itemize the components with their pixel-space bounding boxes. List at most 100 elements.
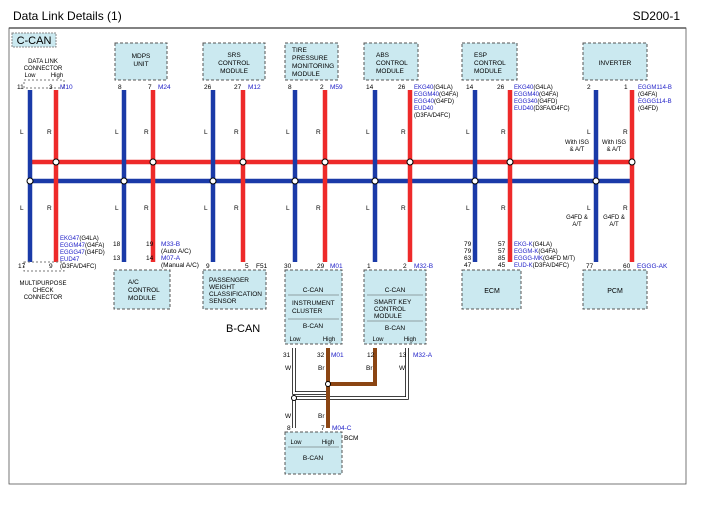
esp-line-1: ESP (474, 52, 487, 59)
esp-connector-list: EKG40(G4LA) EGGM40(G4FA) EGG340(G4FD) EU… (514, 85, 570, 112)
abs-line-2: CONTROL (376, 60, 408, 67)
svg-text:L: L (204, 129, 208, 136)
bcan-label: B-CAN (226, 323, 260, 335)
diagram-code: SD200-1 (633, 9, 681, 23)
svg-text:L: L (587, 205, 591, 212)
dlc-title-2: CONNECTOR (24, 66, 63, 72)
svg-text:30: 30 (284, 263, 292, 270)
svg-text:32: 32 (317, 352, 325, 359)
instrument-cluster: C-CAN INSTRUMENT CLUSTER B-CAN Low High (284, 269, 343, 345)
svg-text:EKG40(G4LA): EKG40(G4LA) (514, 85, 553, 91)
cluster-pins: 30 29 M01 (284, 263, 343, 270)
svg-text:EGGG47(G4FD): EGGG47(G4FD) (60, 250, 105, 256)
svg-text:EGG40(G4FD): EGG40(G4FD) (414, 99, 454, 105)
svg-text:R: R (144, 205, 149, 212)
svg-text:R: R (401, 129, 406, 136)
smartkey-bcan: B-CAN (385, 325, 406, 332)
svg-text:EGGG-MK(G4FD M/T): EGGG-MK(G4FD M/T) (514, 256, 575, 262)
svg-text:L: L (466, 129, 470, 136)
mcc-pin-high: 9 (49, 263, 53, 270)
pin-tpms-r: 2 (320, 84, 324, 91)
ecm-label: ECM (484, 288, 500, 295)
svg-text:60: 60 (623, 263, 631, 270)
svg-text:(G4FD): (G4FD) (638, 106, 658, 112)
isg-note-right-2: & A/T (607, 147, 622, 153)
svg-text:(D3FA/D4FC): (D3FA/D4FC) (414, 113, 450, 119)
svg-text:EGGM40(G4FA): EGGM40(G4FA) (414, 92, 458, 98)
pin-dlc-low: 11 (17, 84, 24, 91)
inverter-line-1: INVERTER (599, 60, 632, 67)
svg-text:EGGM114-B: EGGM114-B (638, 85, 672, 91)
diagram-frame (8, 27, 687, 485)
srs-line-1: SRS (227, 52, 241, 59)
abs-control-module: ABS CONTROL MODULE (363, 42, 419, 81)
svg-text:R: R (316, 129, 321, 136)
pin-srs-l: 26 (204, 84, 212, 91)
svg-text:12: 12 (367, 352, 375, 359)
svg-text:R: R (623, 129, 628, 136)
passenger-weight-sensor: PASSENGER WEIGHT CLASSIFICATION SENSOR (202, 269, 267, 310)
svg-text:R: R (47, 129, 52, 136)
smartkey-low: Low (372, 337, 384, 343)
srs-line-3: MODULE (220, 68, 248, 75)
conn-mdps: M24 (158, 84, 171, 91)
can-low-drops (27, 90, 599, 262)
svg-text:R: R (144, 129, 149, 136)
svg-text:W: W (285, 365, 292, 372)
svg-text:EUD47: EUD47 (60, 257, 80, 263)
abs-connector-list: EKG40(G4LA) EGGM40(G4FA) EGG40(G4FD) EUD… (414, 85, 458, 119)
junction-dots (26, 158, 636, 185)
smartkey-ccan: C-CAN (385, 287, 406, 294)
conn-tpms: M59 (330, 84, 343, 91)
esp-line-2: CONTROL (474, 60, 506, 67)
svg-text:EUD40(D3FA/D4FC): EUD40(D3FA/D4FC) (514, 106, 570, 112)
pwcs-line-3: CLASSIFICATION (209, 291, 262, 298)
svg-text:Br: Br (318, 413, 325, 420)
ac-line-3: MODULE (128, 295, 156, 302)
svg-text:77: 77 (586, 263, 594, 270)
pwcs-line-2: WEIGHT (209, 284, 235, 291)
svg-text:M32-B: M32-B (414, 263, 433, 270)
pin-dlc-high: 3 (49, 84, 53, 91)
ac-pins: 18 13 19 14 M33-B (Auto A/C) M07-A (Manu… (113, 241, 199, 269)
g4fd-note-left-2: A/T (572, 222, 582, 228)
pwcs-pins: 9 5 F51 (206, 263, 268, 270)
svg-text:63: 63 (464, 255, 472, 262)
svg-text:R: R (234, 205, 239, 212)
pin-mdps-l: 8 (118, 84, 122, 91)
conn-srs: M12 (248, 84, 261, 91)
inverter-module: INVERTER (582, 42, 648, 81)
svg-text:L: L (587, 129, 591, 136)
mdps-unit: MDPS UNIT (114, 42, 168, 81)
tpms-line-2: PRESSURE (292, 55, 328, 62)
ac-control-module: A/C CONTROL MODULE (113, 269, 171, 310)
svg-text:EKG-K(G4LA): EKG-K(G4LA) (514, 242, 552, 248)
g4fd-note-right-1: G4FD & (603, 215, 625, 221)
pin-mdps-r: 7 (148, 84, 152, 91)
svg-text:L: L (115, 129, 119, 136)
bcan-wiring (291, 348, 409, 428)
svg-text:31: 31 (283, 352, 291, 359)
bcm-low: Low (290, 440, 302, 446)
svg-text:13: 13 (113, 255, 121, 262)
variant-notes: With ISG & A/T With ISG & A/T G4FD & A/T… (565, 140, 626, 228)
ac-line-1: A/C (128, 279, 139, 286)
cluster-low: Low (289, 337, 301, 343)
svg-text:(D3FA/D4FC): (D3FA/D4FC) (60, 264, 96, 270)
multipurpose-check-connector: 17 9 MULTIPURPOSE CHECK CONNECTOR (18, 261, 66, 301)
svg-text:19: 19 (146, 241, 154, 248)
svg-text:85: 85 (498, 255, 506, 262)
smartkey-line-3: MODULE (374, 313, 402, 320)
svg-text:EGGM47(G4FA): EGGM47(G4FA) (60, 243, 104, 249)
isg-note-right-1: With ISG (602, 140, 626, 146)
srs-line-2: CONTROL (218, 60, 250, 67)
svg-text:L: L (366, 129, 370, 136)
top-connector-codes: M10 M24 M12 M59 (60, 84, 343, 91)
svg-text:L: L (20, 205, 24, 212)
smartkey-line-1: SMART KEY (374, 299, 412, 306)
svg-text:L: L (286, 205, 290, 212)
can-high-drops (53, 90, 635, 262)
svg-text:BCM: BCM (344, 435, 358, 442)
